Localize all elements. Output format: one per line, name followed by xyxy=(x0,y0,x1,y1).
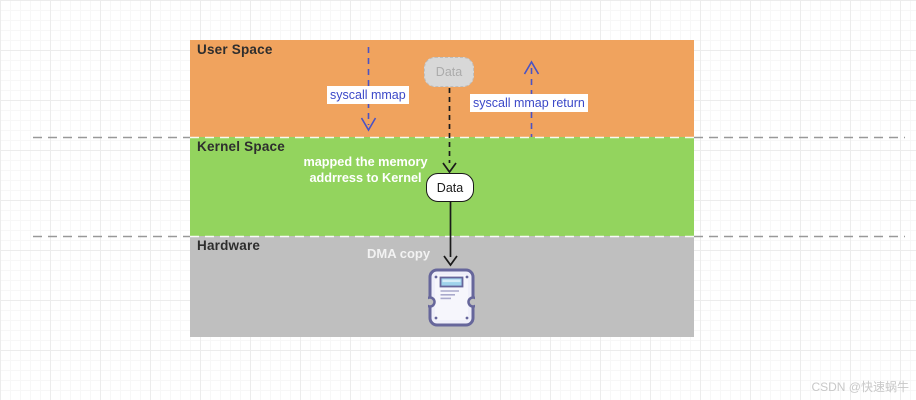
hardware-title: Hardware xyxy=(197,238,261,253)
watermark: CSDN @快速蜗牛 xyxy=(811,380,909,394)
hard-disk-icon xyxy=(428,268,475,327)
user-space-title: User Space xyxy=(197,42,273,57)
syscall-mmap-label: syscall mmap xyxy=(327,86,409,104)
syscall-mmap-return-label: syscall mmap return xyxy=(470,94,588,112)
mapped-memory-note-line2: addrress to Kernel xyxy=(309,170,422,185)
mapped-memory-note: mapped the memory addrress to Kernel xyxy=(288,155,443,186)
mapped-memory-note-line1: mapped the memory xyxy=(303,155,428,169)
user-data-box-label: Data xyxy=(435,65,463,79)
kernel-space-title: Kernel Space xyxy=(197,139,285,154)
kernel-data-box-label: Data xyxy=(436,180,464,195)
kernel-data-box: Data xyxy=(426,173,474,202)
user-space-band: User Space xyxy=(190,40,694,137)
user-data-box: Data xyxy=(424,57,474,87)
dma-copy-label: DMA copy xyxy=(367,246,431,261)
